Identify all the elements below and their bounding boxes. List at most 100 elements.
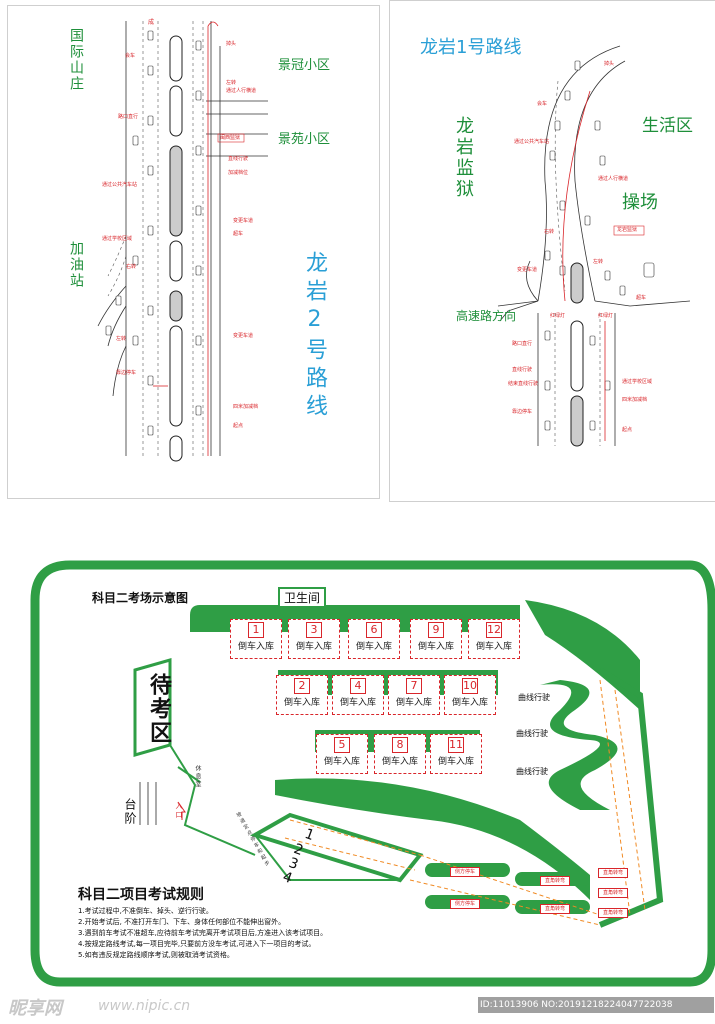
exam-waiting-area: 待考区 xyxy=(146,673,171,745)
bay-number: 7 xyxy=(406,678,422,694)
side-park-sign-2: 侧方停车 xyxy=(450,899,480,909)
route2-mark-bian-geng: 变更车道 xyxy=(233,218,254,224)
reverse-bay-4: 4 倒车入库 xyxy=(332,675,384,715)
bay-label: 倒车入库 xyxy=(395,698,432,708)
route2-road-map xyxy=(97,21,268,462)
bay-label: 倒车入库 xyxy=(339,698,376,708)
route1-mark-si-mi: 四米加减档 xyxy=(622,397,648,403)
bay-label: 倒车入库 xyxy=(417,642,454,652)
route2-label-jia-you-zhan: 加油站 xyxy=(68,241,84,289)
route1-panel: 龙岩1号路线 龙岩监狱 生活区 操场 高速路方向 掉头 会车 通过公共汽车站 通… xyxy=(389,0,715,502)
route1-mark-diao-tou: 掉头 xyxy=(604,61,615,67)
route1-mark-gong-jiao: 通过公共汽车站 xyxy=(514,139,550,145)
route2-mark-hui-che: 会车 xyxy=(125,53,136,59)
rule-item-5: 5.如有违反规定路线顺序考试,则被取消考试资格。 xyxy=(78,951,234,959)
rule-item-4: 4.按规定路线考试,每一项目完毕,只要前方没车考试,可进入下一项目的考试。 xyxy=(78,940,316,948)
bay-number: 5 xyxy=(334,737,350,753)
bay-label: 倒车入库 xyxy=(437,757,474,767)
bay-label: 倒车入库 xyxy=(295,642,332,652)
route2-mark-qi-dian: 起点 xyxy=(233,423,244,429)
reverse-bay-7: 7 倒车入库 xyxy=(388,675,440,715)
reverse-bay-8: 8 倒车入库 xyxy=(374,734,426,774)
reverse-bay-2: 2 倒车入库 xyxy=(276,675,328,715)
route2-panel: 国际山庄 景冠小区 景苑小区 加油站 龙岩2号路线 成 会车 掉头 左转 通过人… xyxy=(7,5,380,499)
route1-mark-bian-geng: 变更车道 xyxy=(517,267,538,273)
route2-mark-chao-che: 超车 xyxy=(233,231,244,237)
bay-number: 1 xyxy=(248,622,264,638)
rule-item-1: 1.考试过程中,不准倒车、掉头、逆行行驶。 xyxy=(78,907,213,915)
reverse-bay-9: 9 倒车入库 xyxy=(410,619,462,659)
route1-mark-hui-che: 会车 xyxy=(537,101,548,107)
route1-label-prison: 龙岩监狱 xyxy=(453,116,474,200)
rules-title: 科目二项目考试规则 xyxy=(78,887,204,903)
route1-mark-zuo-zhuan: 左转 xyxy=(593,259,604,265)
route1-label-living: 生活区 xyxy=(642,116,693,136)
watermark-id: ID:11013906 NO:20191218224047722038 xyxy=(478,997,714,1013)
route1-mark-prison-gate: 龙岩监狱 xyxy=(617,227,638,233)
route2-mark-you-zhuan: 右转 xyxy=(126,264,137,270)
route1-mark-lu-kou: 路口直行 xyxy=(512,341,533,347)
bay-label: 倒车入库 xyxy=(355,642,392,652)
reverse-bay-11: 11 倒车入库 xyxy=(430,734,482,774)
side-park-sign-1: 侧方停车 xyxy=(450,867,480,877)
route1-mark-zhi-xian: 直线行驶 xyxy=(512,367,533,373)
exam-toilet: 卫生间 xyxy=(278,587,327,608)
right-angle-sign-2: 直角转弯 xyxy=(540,904,570,914)
route2-mark-zhi-xian: 直线行驶 xyxy=(228,156,249,162)
route2-label-jing-guan: 景冠小区 xyxy=(278,58,331,73)
reverse-bay-3: 3 倒车入库 xyxy=(288,619,340,659)
route2-mark-ren-xing: 通过人行横道 xyxy=(226,88,257,94)
route1-mark-ren-xing: 通过人行横道 xyxy=(598,176,629,182)
exam-entrance: 入口 xyxy=(175,802,183,820)
route1-mark-jie-shu: 结束直线行驶 xyxy=(508,381,539,387)
route2-mark-si-mi: 四米加减档 xyxy=(233,404,259,410)
right-angle-sign-5: 直角转弯 xyxy=(598,908,628,918)
bay-label: 倒车入库 xyxy=(237,642,274,652)
reverse-bay-6: 6 倒车入库 xyxy=(348,619,400,659)
route1-mark-xue-xiao: 通过学校区域 xyxy=(622,379,653,385)
bay-number: 10 xyxy=(462,678,478,694)
route1-mark-hong-lv-2: 红绿灯 xyxy=(598,313,614,319)
route1-title: 龙岩1号路线 xyxy=(420,37,522,58)
bay-number: 2 xyxy=(294,678,310,694)
bay-label: 倒车入库 xyxy=(323,757,360,767)
route2-mark-bian-geng-2: 变更车道 xyxy=(233,333,254,339)
curve-label-1: 曲线行驶 xyxy=(518,693,550,702)
right-angle-sign-1: 直角转弯 xyxy=(540,876,570,886)
bay-number: 4 xyxy=(350,678,366,694)
route1-mark-qi-dian: 起点 xyxy=(622,427,633,433)
reverse-bay-12: 12 倒车入库 xyxy=(468,619,520,659)
route2-mark-zuo-zhuan-2: 左转 xyxy=(116,336,127,342)
bay-number: 11 xyxy=(448,737,464,753)
route1-mark-hong-lv-1: 红绿灯 xyxy=(550,313,566,319)
route2-title: 龙岩2号路线 xyxy=(302,251,327,422)
bay-label: 倒车入库 xyxy=(451,698,488,708)
exam-title: 科目二考场示意图 xyxy=(92,591,189,605)
curve-label-3: 曲线行驶 xyxy=(516,767,548,776)
right-angle-sign-3: 直角转弯 xyxy=(598,868,628,878)
curve-label-2: 曲线行驶 xyxy=(516,729,548,738)
rule-item-2: 2.开始考试后, 不准打开车门、下车、身体任何部位不能伸出窗外。 xyxy=(78,918,286,926)
route2-mark-gong-jiao: 通过公共汽车站 xyxy=(102,182,138,188)
bay-number: 6 xyxy=(366,622,382,638)
exam-panel: 科目二考场示意图 卫生间 待考区 休息室 入口 台阶 1 倒车入库 3 倒车入库… xyxy=(0,520,715,1024)
bay-number: 8 xyxy=(392,737,408,753)
route1-road-map xyxy=(497,45,691,447)
route1-mark-chao-che: 超车 xyxy=(636,295,647,301)
reverse-bay-10: 10 倒车入库 xyxy=(444,675,496,715)
exam-platform: 台阶 xyxy=(123,798,137,826)
route2-label-shan-zhuang: 国际山庄 xyxy=(68,28,84,92)
route2-label-jing-yuan: 景苑小区 xyxy=(278,132,331,147)
reverse-bay-5: 5 倒车入库 xyxy=(316,734,368,774)
rule-item-3: 3.遇到前车考试不准超车,应待前车考试完离开考试项目后,方准进入该考试项目。 xyxy=(78,929,328,937)
route2-mark-jing-xi: 闽西监狱 xyxy=(220,135,241,141)
bay-label: 倒车入库 xyxy=(475,642,512,652)
right-angle-sign-4: 直角转弯 xyxy=(598,888,628,898)
route2-mark-kao-bian: 靠边停车 xyxy=(116,370,137,376)
route1-label-highway: 高速路方向 xyxy=(456,309,517,323)
route1-mark-you-zhuan: 右转 xyxy=(544,229,555,235)
route1-label-playground: 操场 xyxy=(622,192,658,213)
route2-mark-xue-xiao: 通过学校区域 xyxy=(102,236,133,242)
reverse-bay-1: 1 倒车入库 xyxy=(230,619,282,659)
route2-mark-diao-tou: 掉头 xyxy=(226,41,237,47)
